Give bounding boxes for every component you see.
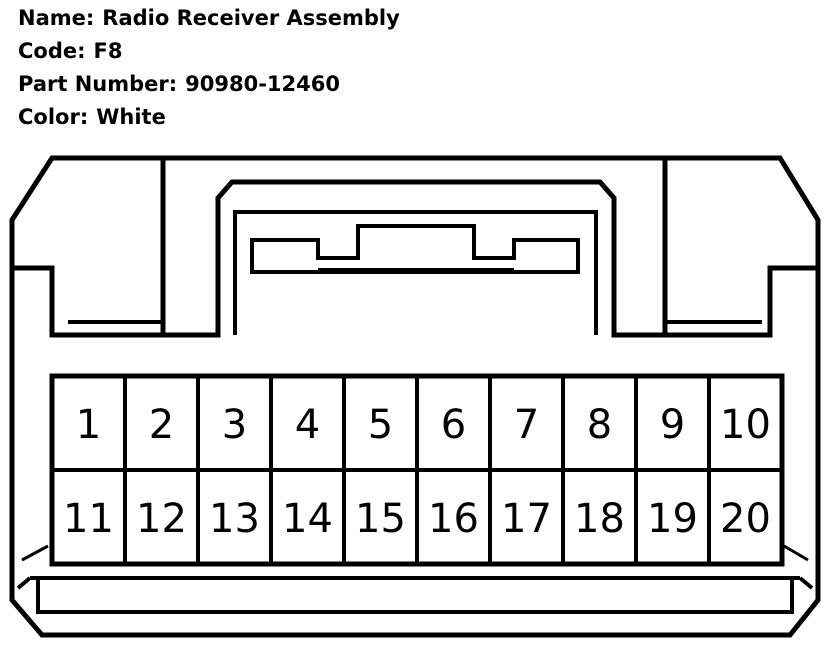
pin-cell — [707, 468, 784, 566]
pin-number: 4 — [295, 402, 320, 448]
left-side-recess — [12, 158, 166, 338]
color-value: White — [96, 105, 166, 129]
right-side-recess — [662, 158, 818, 338]
pin-number: 19 — [647, 496, 698, 542]
name-label: Name: — [18, 6, 95, 30]
pin-number: 12 — [136, 496, 187, 542]
latch-outer — [163, 179, 665, 338]
pin-number: 9 — [660, 402, 685, 448]
pin-number: 17 — [501, 496, 552, 542]
pin-number: 15 — [355, 496, 406, 542]
latch-bump — [250, 224, 580, 274]
pin-number: 20 — [720, 496, 771, 542]
latch-inner — [233, 210, 598, 335]
color-label: Color: — [18, 105, 89, 129]
code-value: F8 — [93, 39, 123, 63]
name-line: Name: Radio Receiver Assembly — [18, 2, 400, 35]
pin-number: 14 — [282, 496, 333, 542]
name-value: Radio Receiver Assembly — [102, 6, 400, 30]
pin-number: 10 — [720, 402, 771, 448]
color-line: Color: White — [18, 101, 400, 134]
code-label: Code: — [18, 39, 86, 63]
part-number-line: Part Number: 90980-12460 — [18, 68, 400, 101]
pin-number: 6 — [441, 402, 466, 448]
pin-number: 7 — [514, 402, 539, 448]
part-number-value: 90980-12460 — [185, 72, 340, 96]
pin-number: 3 — [222, 402, 247, 448]
pin-number: 16 — [428, 496, 479, 542]
code-line: Code: F8 — [18, 35, 400, 68]
pin-number: 13 — [209, 496, 260, 542]
pin-number: 11 — [63, 496, 114, 542]
pin-number: 1 — [76, 402, 101, 448]
pin-number: 18 — [574, 496, 625, 542]
part-number-label: Part Number: — [18, 72, 178, 96]
connector-housing-outline — [9, 155, 821, 638]
pin-number: 8 — [587, 402, 612, 448]
pin-number: 2 — [149, 402, 174, 448]
connector-info: Name: Radio Receiver Assembly Code: F8 Par… — [18, 2, 400, 134]
pin-number: 5 — [368, 402, 393, 448]
